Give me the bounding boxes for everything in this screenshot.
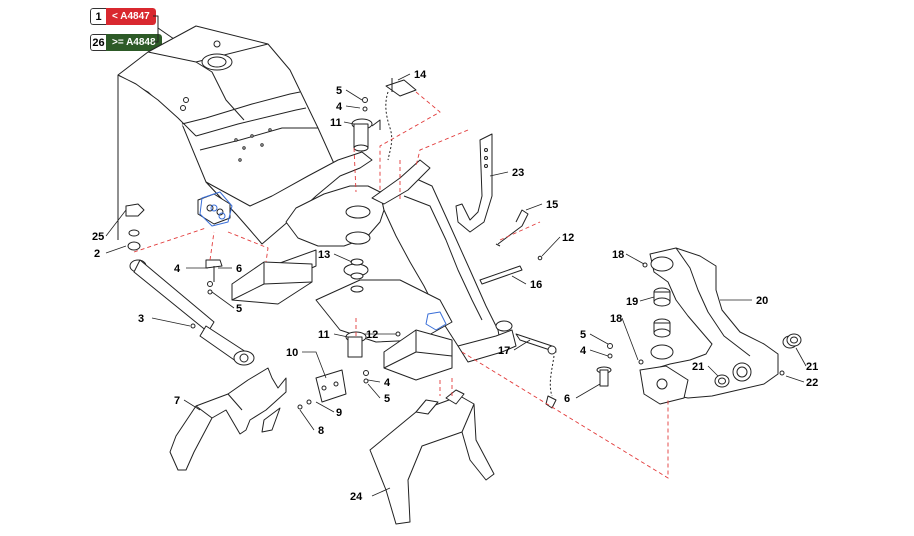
callout-c18b: 18 [610,313,622,325]
legend-variant-26: 26 >= A4848 [90,34,162,51]
lock-pin-14 [385,78,417,161]
callout-c6b: 6 [564,393,570,405]
main-frame [197,151,517,363]
callout-c13: 13 [318,249,330,261]
hood-cover [117,25,337,240]
lower-pin-parts [297,331,369,410]
callout-c14: 14 [414,69,427,81]
callout-c11b: 11 [318,329,330,341]
callout-c17: 17 [498,345,510,357]
hook-bracket-23 [455,133,493,233]
legend-leader-lines [153,15,188,49]
pin-16 [479,265,523,285]
swivel-bracket-20 [639,247,779,405]
callout-c15: 15 [546,199,558,211]
callout-c8: 8 [318,425,324,437]
legend-label: >= A4848 [106,34,162,51]
callout-c19: 19 [626,296,638,308]
rod-15 [495,209,529,247]
callout-c12a: 12 [562,232,574,244]
callout-leaders [105,73,807,497]
callout-c4b: 4 [174,263,181,275]
pin-6-right [596,262,785,387]
tube-box-right [383,329,453,381]
bushings-19 [653,287,671,338]
callout-c10: 10 [286,347,298,359]
callout-c12b: 12 [366,329,378,341]
callout-c2: 2 [94,248,100,260]
callout-c21b: 21 [806,361,818,373]
callout-c7: 7 [174,395,180,407]
callout-c4a: 4 [336,101,343,113]
upper-pin-parts [351,97,381,152]
callout-c23: 23 [512,167,524,179]
callout-c18a: 18 [612,249,624,261]
bushings-21 [714,333,802,388]
callout-c16: 16 [530,279,542,291]
callout-c3: 3 [138,313,144,325]
fastener-stack-13 [350,258,364,293]
callout-c4d: 4 [384,377,391,389]
callout-c5a: 5 [336,85,342,97]
lock-pin-17 [515,333,557,409]
legend-variant-1: 1 < A4847 [90,8,156,25]
clip-12b [395,331,401,337]
clip-12 [537,255,543,261]
callout-c6a: 6 [236,263,242,275]
callout-c22: 22 [806,377,818,389]
support-stand-left [169,367,287,471]
washer-nut-parts [125,203,145,251]
callout-c20: 20 [756,295,768,307]
callout-c5c: 5 [580,329,586,341]
legend-label: < A4847 [106,8,156,25]
callout-c24: 24 [350,491,363,503]
callout-c9: 9 [336,407,342,419]
legend-number: 1 [90,8,106,25]
left-bracket-parts [205,259,223,295]
callout-c21a: 21 [692,361,704,373]
callout-c11a: 11 [330,117,342,129]
assembly-guide-lines [133,91,669,479]
support-stand-right [369,389,495,525]
highlighted-brackets [199,191,447,331]
callout-c4c: 4 [580,345,587,357]
legend-number: 26 [90,34,106,51]
hydraulic-cylinder [129,259,255,366]
callout-c5b: 5 [236,303,242,315]
callout-c5d: 5 [384,393,390,405]
tube-box-left [231,261,313,305]
plate-10 [315,369,347,403]
callout-c25: 25 [92,231,104,243]
